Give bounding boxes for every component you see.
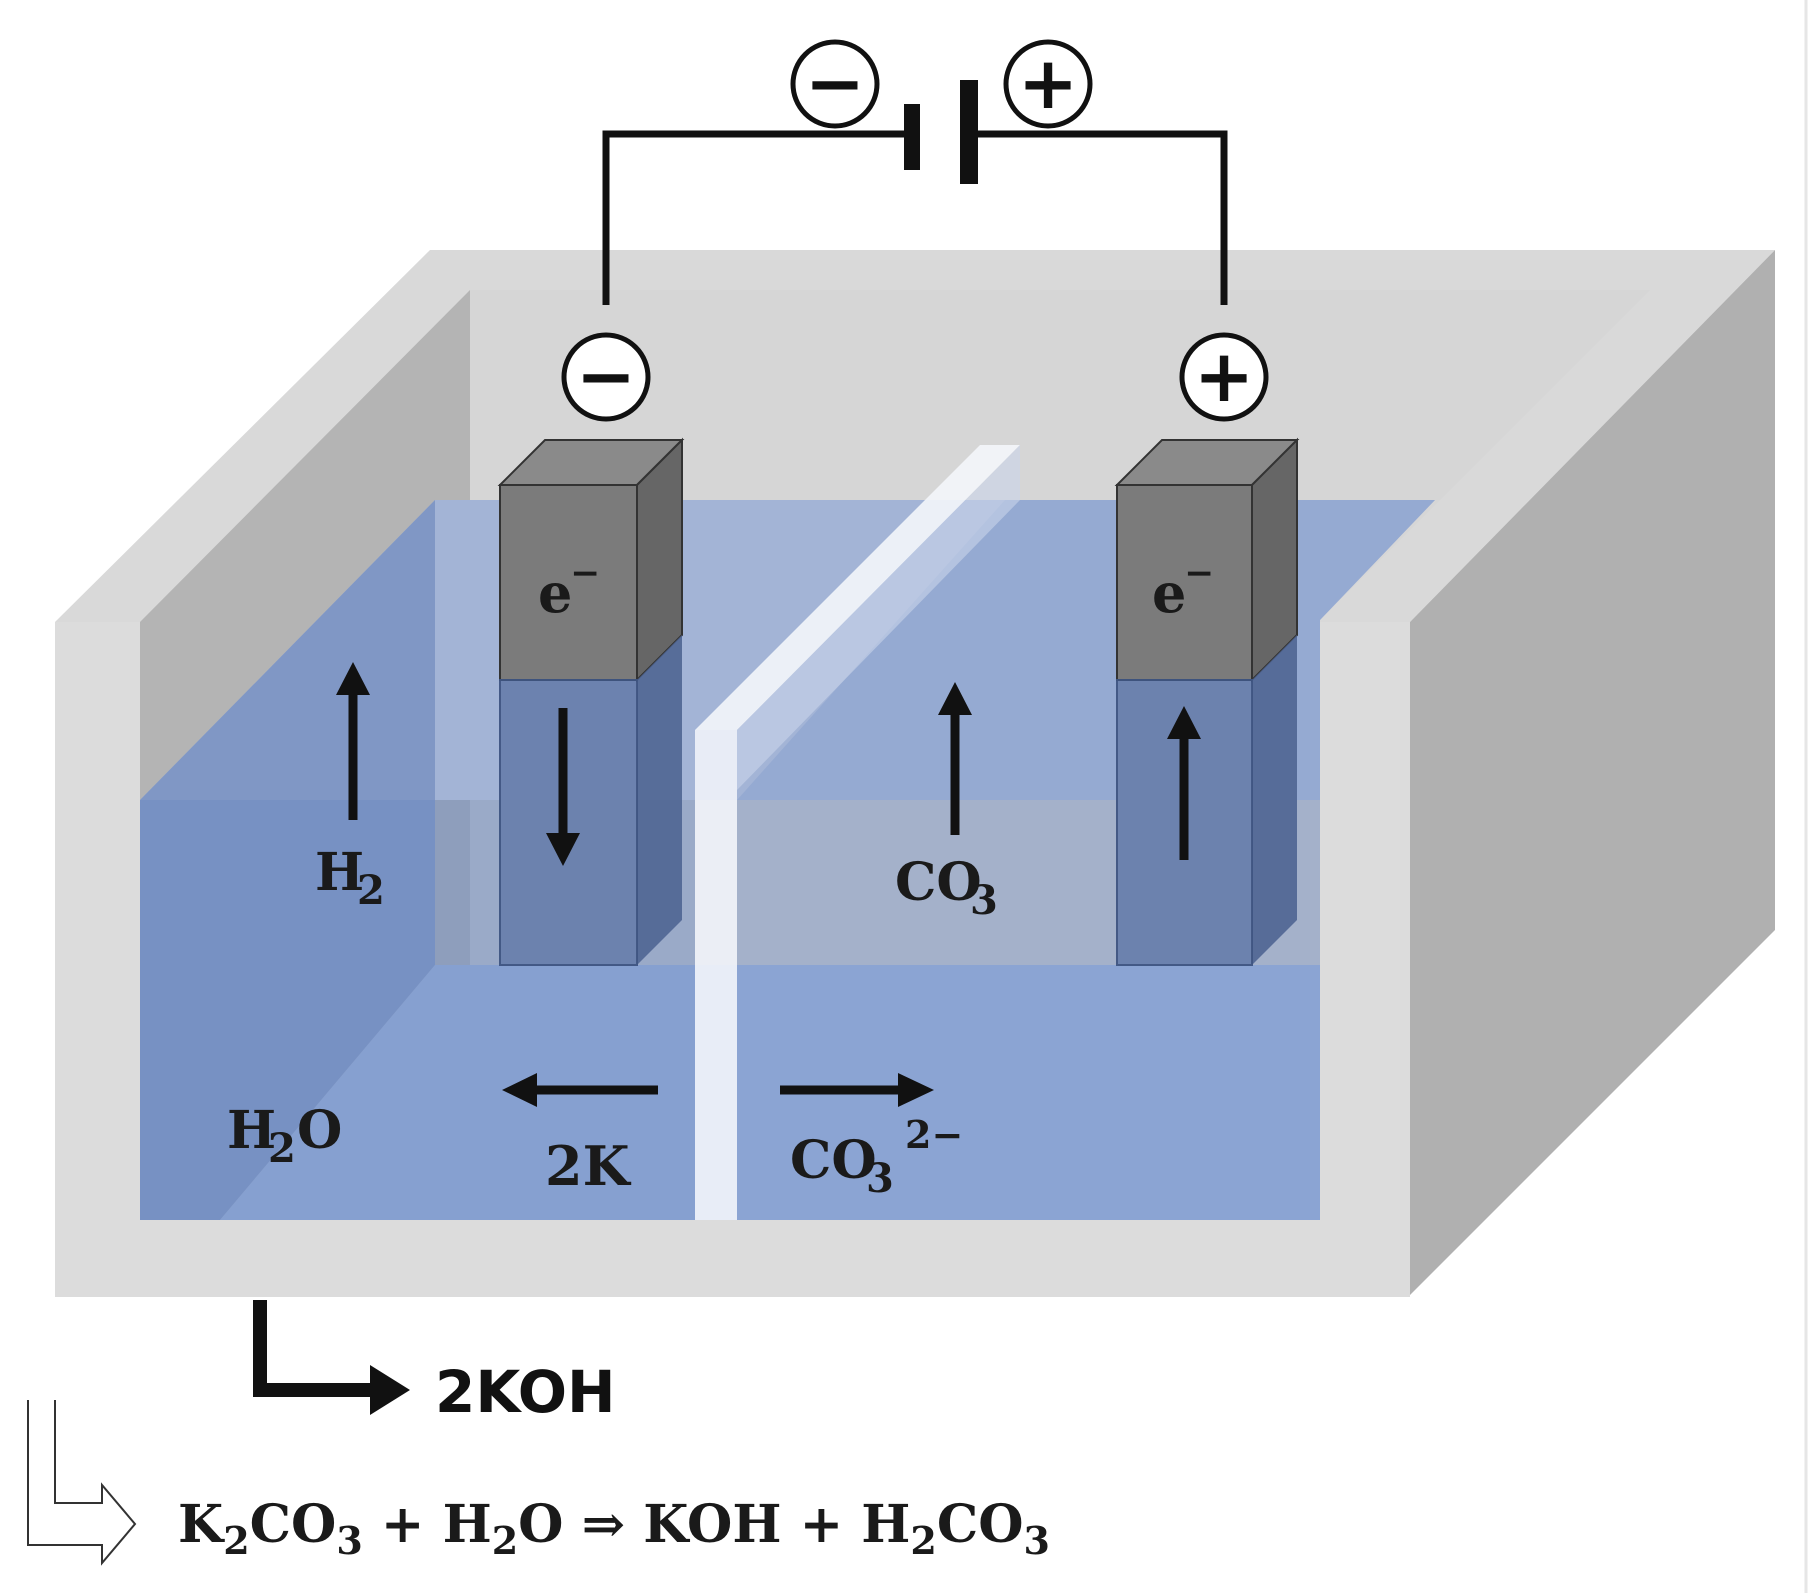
cathode-terminal-circle	[561, 332, 651, 422]
battery-plate-short	[904, 104, 920, 170]
membrane-top	[695, 445, 1020, 730]
eq-sub-5: 3	[1024, 1518, 1050, 1563]
koh-output-label: 2KOH	[435, 1358, 616, 1426]
tank-front-left	[55, 622, 140, 1297]
anode-up-arrow-head	[1167, 706, 1201, 739]
eq-part-3: + H	[363, 1494, 492, 1555]
co3-up-label-sub: 3	[970, 877, 998, 924]
cathode-submerged-front	[499, 679, 638, 966]
equation-hollow-arrow	[27, 1400, 137, 1566]
membrane-face	[695, 730, 737, 1220]
potassium-ion-label: 2K	[545, 1134, 632, 1198]
eq-sub-1: 2	[223, 1518, 249, 1563]
koh-output: 2KOH	[253, 1300, 616, 1426]
wire-positive	[968, 130, 1228, 305]
eq-part-2: CO	[250, 1494, 337, 1555]
co3-up-label-main: CO	[895, 852, 982, 913]
co3-up-arrow-head	[938, 682, 972, 715]
tank-front-bottom	[55, 1220, 1410, 1297]
eq-part-4: O ⇒ KOH + H	[518, 1494, 910, 1555]
battery-plate-long	[960, 80, 978, 184]
cathode-terminal: −	[561, 332, 651, 422]
h2-label: H 2	[315, 842, 385, 914]
arrows	[336, 662, 1201, 1107]
h2o-label-tail: O	[297, 1100, 342, 1161]
cathode-down-arrow-head	[546, 833, 580, 866]
battery-positive-circle	[1003, 39, 1093, 129]
eq-sub-4: 2	[910, 1518, 936, 1563]
battery-positive-terminal: +	[1003, 39, 1093, 129]
h2o-label-sub: 2	[268, 1125, 296, 1172]
co3-right-arrow-head	[898, 1073, 934, 1107]
anode-submerged-side	[1252, 635, 1297, 965]
battery-negative-terminal: −	[790, 39, 880, 129]
tank-front	[55, 622, 1410, 1297]
battery-negative-symbol: −	[805, 41, 865, 125]
eq-sub-2: 3	[336, 1518, 362, 1563]
carbonate-ion-main: CO	[790, 1130, 877, 1191]
battery-positive-symbol: +	[1018, 41, 1078, 125]
anode-terminal-symbol: +	[1194, 334, 1254, 418]
k-left-arrow-head	[502, 1073, 537, 1107]
equation-text: K2CO3 + H2O ⇒ KOH + H2CO3	[178, 1494, 1050, 1563]
carbonate-ion-sub: 3	[866, 1155, 894, 1202]
carbonate-ion-sup: 2−	[905, 1112, 963, 1157]
membrane-side	[737, 445, 1020, 790]
h2-label-main: H	[315, 842, 364, 903]
anode-electron-sup: −	[1184, 552, 1214, 594]
anode-terminal: +	[1179, 332, 1269, 422]
h2-up-arrow-head	[336, 662, 370, 695]
reaction-equation: K2CO3 + H2O ⇒ KOH + H2CO3	[27, 1400, 1050, 1566]
eq-sub-3: 2	[492, 1518, 518, 1563]
membrane	[695, 445, 1020, 1220]
anode-electrode: e −	[1114, 437, 1300, 966]
eq-part-5: CO	[937, 1494, 1024, 1555]
koh-output-arrow-head	[370, 1365, 410, 1415]
anode-electron-label: e	[1152, 561, 1186, 625]
h2o-label-main: H	[227, 1100, 276, 1161]
tank-right-side	[1410, 250, 1775, 1295]
anode-terminal-circle	[1179, 332, 1269, 422]
co3-up-label: CO 3	[895, 852, 998, 924]
circuit	[602, 130, 1228, 305]
cathode-electron-label: e	[538, 561, 572, 625]
h2o-label: H 2 O	[227, 1100, 342, 1172]
tank-front-right	[1320, 622, 1410, 1297]
koh-output-arrow-line	[253, 1300, 380, 1397]
eq-part-1: K	[178, 1494, 225, 1555]
cathode-electrode: e −	[497, 437, 685, 966]
cathode-submerged-side	[637, 635, 682, 965]
cathode-terminal-symbol: −	[576, 334, 636, 418]
wire-negative	[602, 130, 910, 305]
h2-label-sub: 2	[357, 867, 385, 914]
battery-negative-circle	[790, 39, 880, 129]
carbonate-ion-label: CO 3 2−	[790, 1112, 963, 1202]
cathode-front-face	[499, 484, 638, 681]
cathode-electron-sup: −	[570, 552, 600, 594]
